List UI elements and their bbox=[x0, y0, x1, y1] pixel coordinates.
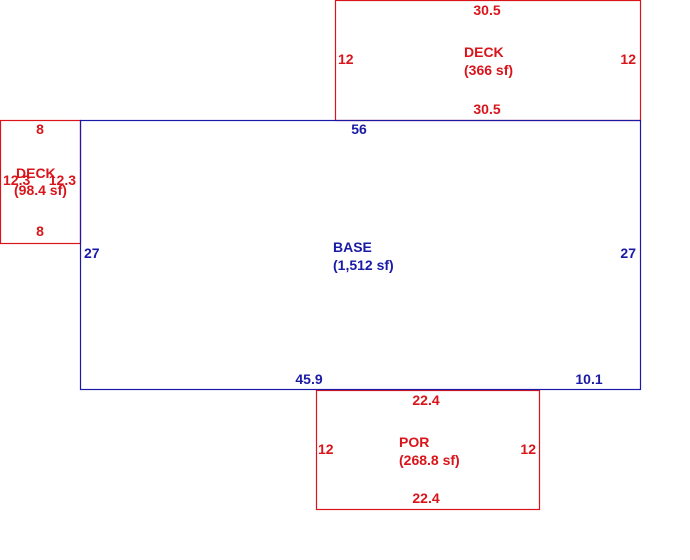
base-outline bbox=[79, 119, 642, 391]
deck-top-area-value: (366 sf) bbox=[464, 62, 513, 78]
deck-left-dim-top: 8 bbox=[36, 121, 44, 137]
base-dim-left: 27 bbox=[84, 245, 100, 261]
base-dim-bottom-right: 10.1 bbox=[575, 371, 602, 387]
porch-area[interactable]: 22.4 12 12 POR (268.8 sf) 22.4 bbox=[315, 389, 541, 511]
deck-left-dim-bottom: 8 bbox=[36, 223, 44, 239]
deck-top-name: DECK bbox=[464, 44, 504, 60]
base-area[interactable]: 56 27 27 BASE (1,512 sf) 45.9 10.1 bbox=[79, 119, 642, 391]
deck-left-area[interactable]: 8 DECK 12.3 12.3 (98.4 sf) 8 bbox=[0, 119, 82, 245]
deck-top-dim-right: 12 bbox=[620, 51, 636, 67]
porch-outline bbox=[315, 389, 541, 511]
porch-dim-bottom: 22.4 bbox=[412, 490, 439, 506]
deck-top-area[interactable]: 30.5 12 12 DECK (366 sf) 30.5 bbox=[334, 0, 642, 122]
base-area-value: (1,512 sf) bbox=[333, 257, 394, 273]
deck-top-dim-top: 30.5 bbox=[473, 2, 500, 18]
deck-top-dim-left: 12 bbox=[338, 51, 354, 67]
deck-left-dim-left: 12.3 bbox=[3, 172, 30, 188]
porch-dim-top: 22.4 bbox=[412, 392, 439, 408]
deck-left-dim-right: 12.3 bbox=[49, 172, 76, 188]
porch-area-value: (268.8 sf) bbox=[399, 452, 460, 468]
base-name: BASE bbox=[333, 239, 372, 255]
base-dim-top: 56 bbox=[351, 121, 367, 137]
porch-dim-right: 12 bbox=[520, 441, 536, 457]
porch-name: POR bbox=[399, 434, 429, 450]
porch-dim-left: 12 bbox=[318, 441, 334, 457]
deck-top-dim-bottom: 30.5 bbox=[473, 101, 500, 117]
deck-left-area-value: (98.4 sf) bbox=[14, 182, 67, 198]
base-dim-right: 27 bbox=[620, 245, 636, 261]
base-dim-bottom-left: 45.9 bbox=[295, 371, 322, 387]
deck-left-name: DECK bbox=[16, 165, 56, 181]
